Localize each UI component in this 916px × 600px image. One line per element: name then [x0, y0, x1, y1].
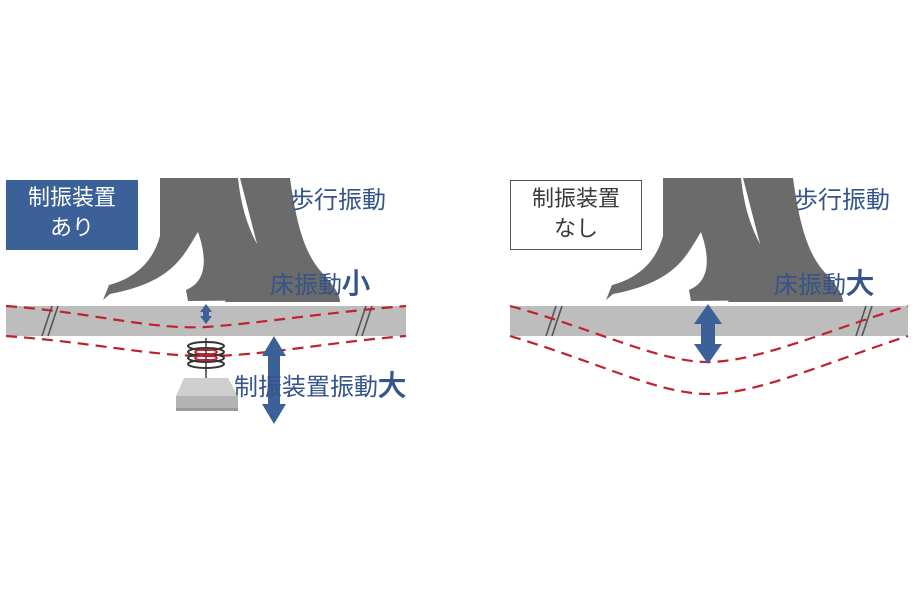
- small-floor-arrow-icon: [200, 304, 212, 324]
- damper-double-arrow-icon: [262, 336, 286, 424]
- floor-vibration-label: 床振動小: [270, 262, 370, 302]
- badge-with-damper: 制振装置 あり: [6, 180, 138, 250]
- floor-vibration-level: 小: [342, 267, 371, 300]
- badge-line2: あり: [49, 216, 94, 241]
- floor-vibration-text: 床振動: [774, 271, 846, 299]
- scene-without-damper: [509, 178, 909, 396]
- badge-line1: 制振装置: [531, 187, 620, 212]
- floor-vibration-level: 大: [846, 267, 875, 300]
- badge-without-damper: 制振装置 なし: [510, 180, 642, 250]
- floor-break-marks: [545, 305, 873, 337]
- damper-vibration-text: 制振装置振動: [234, 373, 378, 401]
- damper-vibration-label: 制振装置振動大: [234, 364, 406, 404]
- walking-vibration-label: 歩行振動: [290, 186, 386, 214]
- scene-with-damper: [5, 178, 407, 424]
- floor-vibration-label: 床振動大: [774, 262, 874, 302]
- badge-line2: なし: [553, 217, 598, 242]
- floor-vibration-text: 床振動: [270, 271, 342, 299]
- leg-boot-icon: [606, 178, 843, 302]
- damper-spring-icon: [187, 338, 225, 378]
- damper-vibration-level: 大: [378, 369, 407, 402]
- walking-vibration-label: 歩行振動: [794, 186, 890, 214]
- badge-line1: 制振装置: [27, 186, 116, 211]
- floor-double-arrow-icon: [694, 304, 722, 364]
- panel-without-damper: 制振装置 なし 歩行振動 床振動大: [458, 0, 916, 600]
- panel-with-damper: 制振装置 あり 歩行振動 床振動小 制振装置振動大: [5, 178, 407, 424]
- leg-boot-icon: [103, 178, 340, 302]
- damper-mass-block: [176, 378, 238, 411]
